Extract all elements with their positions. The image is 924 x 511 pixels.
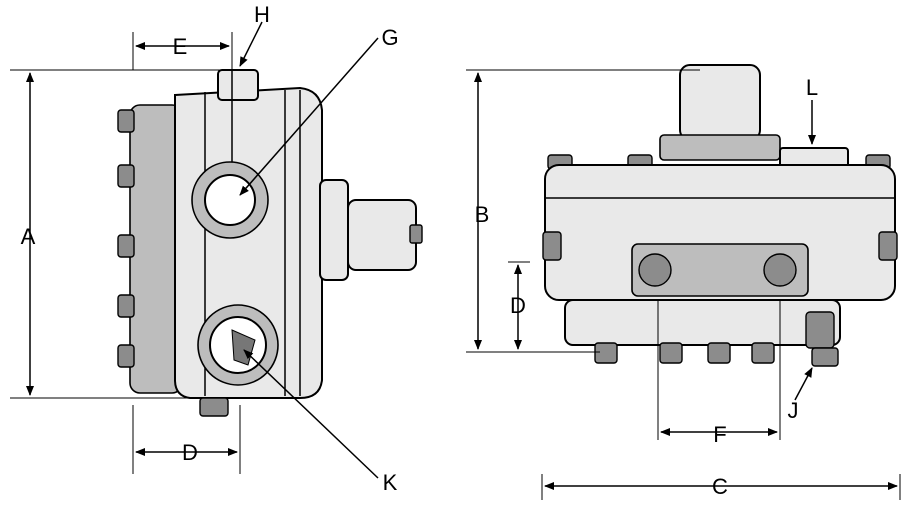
label-c: C bbox=[712, 474, 728, 499]
label-f: F bbox=[713, 422, 726, 447]
front-view bbox=[542, 64, 898, 367]
label-e: E bbox=[173, 34, 188, 59]
side-pilot-cap bbox=[347, 199, 417, 271]
front-mounting-bracket bbox=[631, 243, 809, 297]
label-a: A bbox=[21, 224, 36, 249]
label-j: J bbox=[788, 398, 799, 423]
side-cover-bolts bbox=[117, 109, 135, 368]
front-pilot-dome bbox=[679, 64, 761, 141]
front-dimensions bbox=[466, 69, 901, 500]
label-b: B bbox=[475, 202, 490, 227]
label-h: H bbox=[254, 2, 270, 27]
side-view bbox=[117, 69, 423, 417]
front-lower-body bbox=[564, 299, 841, 346]
side-top-boss bbox=[217, 69, 259, 101]
side-drain-plug bbox=[199, 397, 229, 417]
side-right-housing bbox=[319, 179, 349, 281]
front-drain-j bbox=[805, 311, 835, 349]
side-dimensions bbox=[10, 21, 379, 479]
label-k: K bbox=[383, 470, 398, 495]
front-bottom-bolts bbox=[594, 342, 775, 364]
label-g: G bbox=[381, 25, 398, 50]
label-d-left: D bbox=[182, 440, 198, 465]
label-d-right: D bbox=[510, 293, 526, 318]
label-l: L bbox=[806, 75, 818, 100]
